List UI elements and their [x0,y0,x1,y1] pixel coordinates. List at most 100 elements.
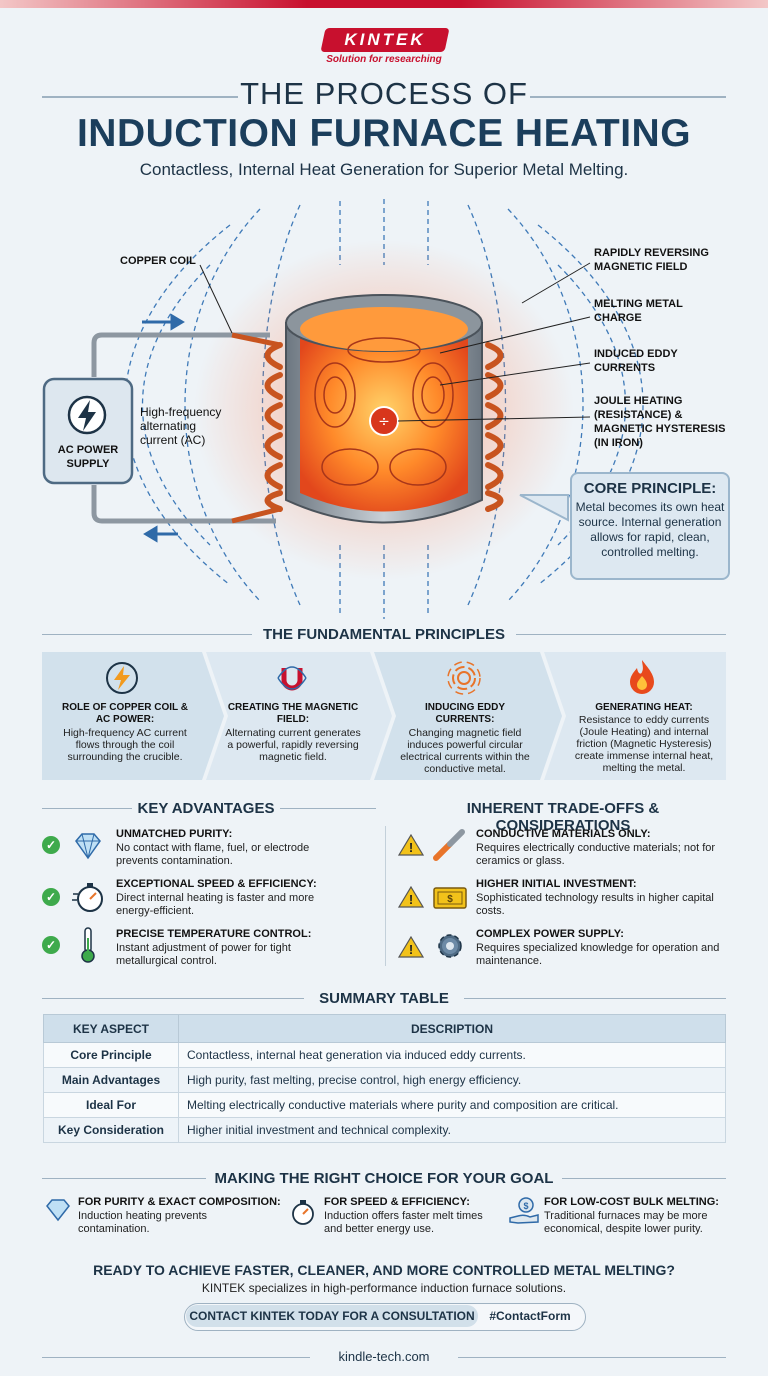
label-joule-heating: JOULE HEATING (RESISTANCE) & MAGNETIC HY… [594,395,726,449]
divider [42,998,304,999]
stopwatch-icon [72,883,103,912]
tradeoff-title: CONDUCTIVE MATERIALS ONLY: [476,828,651,840]
cta-question: READY TO ACHIEVE FASTER, CLEANER, AND MO… [93,1262,675,1278]
divider [42,1357,310,1358]
summary-heading: SUMMARY TABLE [319,990,449,1007]
table-cell-key: Key Consideration [43,1117,179,1143]
svg-text:!: ! [409,840,413,855]
wire-icon [433,829,465,861]
divider [464,998,726,999]
principle-title: GENERATING HEAT: [595,702,693,713]
page-title-line1: THE PROCESS OF [240,76,528,111]
money-icon: $ [433,887,467,909]
tradeoff-desc: Sophisticated technology results in high… [476,892,714,917]
divider [42,634,252,635]
goal-title: FOR SPEED & EFFICIENCY: [324,1196,470,1208]
brand-logo-text: KINTEK [344,30,426,49]
contact-button[interactable] [186,1305,478,1327]
check-icon: ✓ [42,888,60,906]
table-cell-key: Ideal For [43,1092,179,1118]
label-copper-coil: COPPER COIL [120,255,196,267]
top-accent-bar [0,0,768,8]
principle-title: CREATING THE MAGNETIC FIELD: [227,702,359,725]
flame-icon [630,660,654,694]
divider [562,1178,726,1179]
money-hand-icon: $ [509,1197,539,1224]
goal-desc: Traditional furnaces may be more economi… [544,1210,708,1235]
label-ac-power-supply: AC POWER SUPPLY [57,444,119,470]
advantage-desc: No contact with flame, fuel, or electrod… [116,842,310,867]
svg-text:÷: ÷ [378,414,390,430]
summary-col-desc: DESCRIPTION [178,1014,726,1043]
label-magnetic-field: RAPIDLY REVERSING MAGNETIC FIELD [594,247,709,273]
label-hf-current: High-frequency alternating current (AC) [140,405,222,447]
contact-form-link[interactable]: #ContactForm [489,1309,571,1323]
svg-text:!: ! [409,892,413,907]
svg-text:$: $ [523,1201,528,1211]
check-icon: ✓ [42,836,60,854]
principle-title: INDUCING EDDY CURRENTS: [424,702,505,725]
goal-desc: Induction heating prevents contamination… [78,1210,208,1235]
warning-icon: ! [398,886,424,908]
tradeoff-desc: Requires electrically conductive materia… [476,842,716,867]
diamond-icon [46,1199,70,1222]
advantage-title: EXCEPTIONAL SPEED & EFFICIENCY: [116,878,317,890]
table-cell-value: Contactless, internal heat generation vi… [178,1042,726,1068]
advantages-heading: KEY ADVANTAGES [137,800,275,817]
goal-desc: Induction offers faster melt times and b… [324,1210,483,1235]
check-icon: ✓ [42,936,60,954]
copper-coil-turns [264,342,504,512]
summary-col-key: KEY ASPECT [43,1014,179,1043]
page-subtitle: Contactless, Internal Heat Generation fo… [139,160,629,179]
table-cell-value: Higher initial investment and technical … [178,1117,726,1143]
advantage-title: UNMATCHED PURITY: [116,828,233,840]
tradeoff-title: COMPLEX POWER SUPPLY: [476,928,624,940]
table-cell-key: Core Principle [43,1042,179,1068]
cta-statement: KINTEK specializes in high-performance i… [201,1281,567,1295]
divider [42,808,132,809]
goal-title: FOR LOW-COST BULK MELTING: [544,1196,719,1208]
principle-desc: High-frequency AC current flows through … [63,727,187,763]
footer-url[interactable]: kindle-tech.com [338,1349,430,1364]
eddy-icon [447,661,481,695]
goal-title: FOR PURITY & EXACT COMPOSITION: [78,1196,281,1208]
induction-furnace-diagram: ÷ [42,199,644,619]
label-eddy-currents: INDUCED EDDY CURRENTS [594,348,678,374]
table-cell-key: Main Advantages [43,1067,179,1093]
title-rule-right [530,96,726,98]
core-principle-title: CORE PRINCIPLE: [583,480,717,497]
eddy-current-loops [314,337,454,486]
principles-heading: THE FUNDAMENTAL PRINCIPLES [263,626,505,643]
warning-icon: ! [398,834,424,856]
principle-title: ROLE OF COPPER COIL & AC POWER: [62,702,188,725]
contact-button-label[interactable]: CONTACT KINTEK TODAY FOR A CONSULTATION [189,1309,475,1323]
warning-icon: ! [398,936,424,958]
principle-desc: Alternating current generates a powerful… [225,727,361,763]
lightning-icon [106,662,138,694]
stopwatch-icon [292,1200,314,1225]
core-principle-text: Metal becomes its own heat source. Inter… [575,500,725,559]
table-cell-value: Melting electrically conductive material… [178,1092,726,1118]
svg-text:!: ! [409,942,413,957]
magnet-icon [277,666,307,691]
svg-text:$: $ [447,894,453,905]
label-metal-charge: MELTING METAL CHARGE [594,298,683,324]
principle-desc: Changing magnetic field induces powerful… [400,727,530,775]
gear-icon [438,934,462,958]
tradeoffs-heading: INHERENT TRADE-OFFS & CONSIDERATIONS [466,800,660,834]
thermometer-icon [81,927,95,963]
diamond-icon [75,833,101,860]
column-divider [385,826,386,966]
principle-desc: Resistance to eddy currents (Joule Heati… [574,714,714,774]
advantage-desc: Direct internal heating is faster and mo… [116,892,315,917]
advantage-title: PRECISE TEMPERATURE CONTROL: [116,928,312,940]
goals-heading: MAKING THE RIGHT CHOICE FOR YOUR GOAL [214,1170,554,1187]
core-principle-callout [570,472,730,580]
tradeoff-desc: Requires specialized knowledge for opera… [476,942,720,967]
lightning-icon [78,400,96,431]
page-title-line2: INDUCTION FURNACE HEATING [76,112,692,155]
